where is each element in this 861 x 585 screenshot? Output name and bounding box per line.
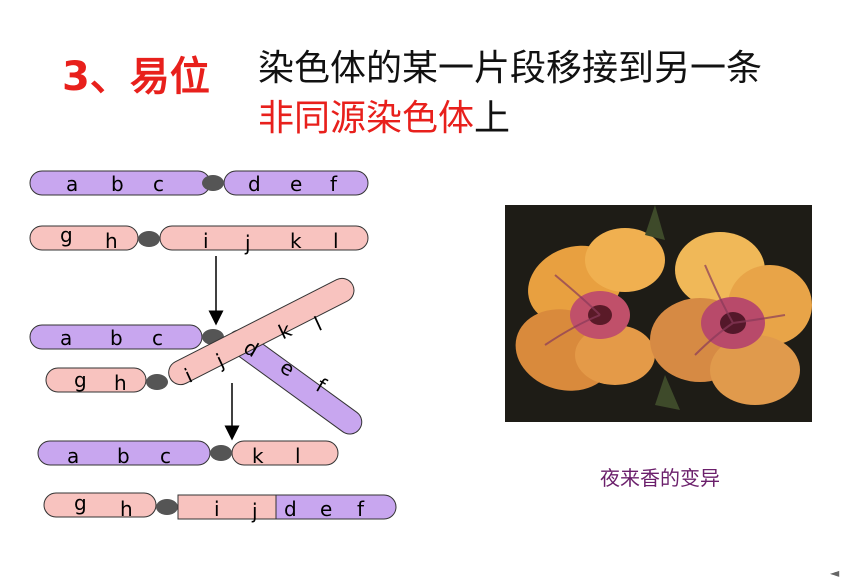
title-line2-end: 上 <box>474 98 511 139</box>
flower-left <box>515 228 665 391</box>
gene-label: c <box>152 326 163 350</box>
gene-label: h <box>120 497 133 521</box>
gene-label: f <box>330 172 338 196</box>
title-line2: 非同源染色体上 <box>258 94 762 144</box>
centromere <box>138 231 160 247</box>
gene-label: e <box>320 497 332 521</box>
title-definition: 染色体的某一片段移接到另一条 非同源染色体上 <box>258 44 762 144</box>
centromere <box>202 175 224 191</box>
gene-label: d <box>284 497 297 521</box>
flower-streaks <box>544 264 786 356</box>
gene-label: h <box>114 371 127 395</box>
gene-label: j <box>251 499 258 523</box>
gene-label: i <box>203 229 209 253</box>
gene-label: k <box>290 229 302 253</box>
gene-label: f <box>357 497 365 521</box>
gene-label: g <box>74 491 87 515</box>
chromosome-arm <box>43 492 157 518</box>
chromosome-arm <box>168 277 355 386</box>
flower-image <box>505 205 812 422</box>
prev-slide-icon[interactable]: ◄ <box>830 566 840 580</box>
gene-label: g <box>74 368 87 392</box>
gene-label: e <box>290 172 302 196</box>
centromere <box>210 445 232 461</box>
chromosome-arm <box>159 225 369 251</box>
gene-label: c <box>153 172 164 196</box>
flower-photo <box>505 205 812 422</box>
flower-leaves <box>645 205 680 410</box>
gene-label: a <box>60 326 72 350</box>
gene-label: j <box>244 231 251 255</box>
gene-label: g <box>60 223 73 247</box>
gene-label: b <box>110 326 123 350</box>
gene-label: a <box>66 172 78 196</box>
chromosome-arm <box>29 225 139 251</box>
gene-label: c <box>160 444 171 468</box>
title-number: 3、易位 <box>62 54 210 100</box>
title-line1: 染色体的某一片段移接到另一条 <box>258 48 763 89</box>
gene-label: h <box>105 229 118 253</box>
gene-label: i <box>214 497 220 521</box>
gene-label: l <box>333 229 339 253</box>
title-line2-red: 非同源染色体 <box>258 98 475 139</box>
centromere <box>146 374 168 390</box>
gene-label: a <box>67 444 79 468</box>
gene-label: d <box>248 172 261 196</box>
gene-label: k <box>252 444 264 468</box>
gene-label: b <box>117 444 130 468</box>
photo-caption: 夜来香的变异 <box>600 466 720 490</box>
centromere <box>156 499 178 515</box>
chromosome-arm <box>231 440 339 466</box>
gene-label: b <box>111 172 124 196</box>
chromosome-arm <box>45 367 147 393</box>
chromosome-segment <box>177 494 277 520</box>
gene-label: l <box>295 444 301 468</box>
